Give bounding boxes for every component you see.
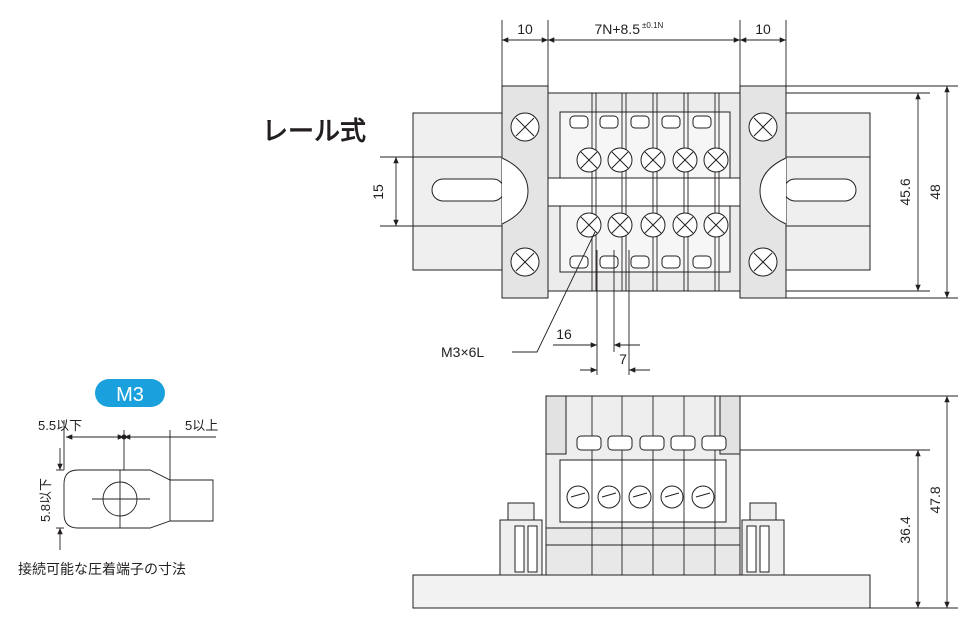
side-screw-heads [576,435,727,451]
title-rail-type: レール式 [262,116,366,146]
corner-screw-icon [510,112,778,277]
dim-7: 7 [619,351,627,367]
top-view-dimensions [380,20,958,375]
rail-slot-right [783,178,857,202]
dim-outer-height: 48 [927,184,943,200]
dim-inner-height: 45.6 [897,178,913,205]
dim-left-margin: 10 [517,21,533,37]
side-view [412,395,871,609]
side-view-dimensions [740,395,958,609]
end-clamp-right [741,502,785,576]
top-view [412,85,871,299]
dim-rail-slot: 15 [370,184,386,200]
end-clamp-left [499,502,543,576]
spec-tail-min: 5以上 [185,418,218,433]
dim-screw: M3×6L [441,344,484,360]
terminal-screw-row-lower [576,212,729,238]
spec-width-max: 5.5以下 [38,418,82,433]
dim-16: 16 [556,326,572,342]
dim-side-outer: 47.8 [927,486,943,513]
spec-caption: 接続可能な圧着端子の寸法 [18,561,186,577]
dim-side-inner: 36.4 [897,516,913,543]
badge-label: M3 [116,384,144,406]
rail-profile [412,574,871,609]
dim-right-margin: 10 [755,21,771,37]
terminal-screw-row-upper [576,147,729,173]
badge-m3 [95,379,165,407]
terminal-spec: M3 5.5以下 5以上 5.8以下 接続可能な圧着端子の寸法 [18,379,218,577]
side-front-screws [566,485,715,509]
dim-pitch-tolerance: ±0.1N [642,21,664,30]
rail-slot-left [431,178,505,202]
dim-pitch: 7N+8.5 [594,21,640,37]
spec-height-max: 5.8以下 [38,478,53,522]
